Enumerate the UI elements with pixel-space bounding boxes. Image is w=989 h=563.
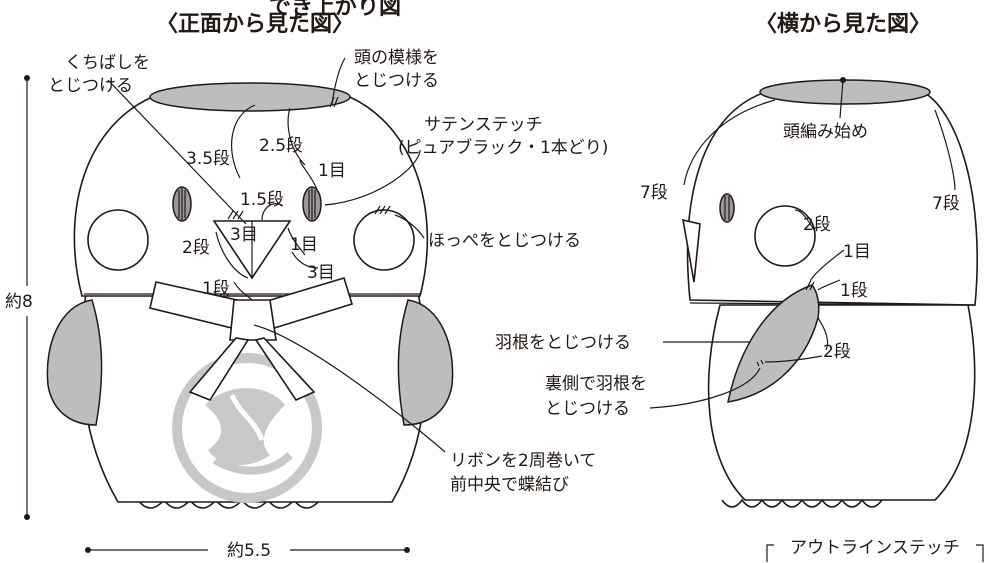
head-pattern-label-1: 頭の模様を [354, 48, 439, 68]
side-eye [719, 193, 735, 223]
ribbon-label-1: リボンを2周巻いて [450, 451, 596, 471]
side-lower-body [707, 304, 976, 501]
side-stitch-1-label: 1目 [843, 242, 871, 262]
stitch-1-label-a: 1目 [318, 161, 346, 181]
front-ribbon [149, 277, 353, 402]
rows-2-wing-label: 2段 [823, 342, 851, 362]
side-rows-1-label: 1段 [840, 281, 868, 301]
front-wing-left [46, 299, 103, 426]
height-dimension [24, 75, 30, 520]
front-eye-left [172, 186, 192, 222]
rows-1-5-label: 1.5段 [240, 190, 284, 210]
stitch-1-label-b: 1目 [290, 235, 318, 255]
side-wing [727, 284, 820, 403]
ribbon-label-2: 前中央で蝶結び [450, 475, 569, 495]
cheek-attach-label: ほっぺをとじつける [428, 231, 581, 251]
head-pattern [149, 82, 351, 112]
rows-3-5-label: 3.5段 [186, 149, 230, 169]
head-pattern-label-2: とじつける [354, 71, 439, 91]
outline-stitch-label: アウトラインステッチ [790, 538, 960, 558]
front-wing-right [397, 299, 454, 426]
rows-7-right-label: 7段 [932, 194, 960, 214]
beak-attach-label-1: くちばしを [65, 53, 150, 73]
wing-attach-label: 羽根をとじつける [495, 333, 631, 353]
side-leader-lines [649, 79, 956, 409]
diagram-title: でき上がり図 [269, 0, 401, 20]
back-wing-label-1: 裏側で羽根を [545, 373, 647, 394]
side-beak [681, 218, 701, 283]
rows-2-cheek-label: 2段 [803, 215, 831, 235]
rows-2-label: 2段 [182, 238, 210, 258]
side-head-pattern [759, 79, 931, 105]
width-dimension [85, 547, 410, 553]
front-eye-right [302, 186, 322, 222]
back-wing-label-2: とじつける [545, 399, 630, 419]
front-view-heading: 〈正面から見た図〉 [156, 12, 354, 37]
outline-stitch-bracket [766, 544, 984, 562]
front-cheek-right [353, 209, 415, 271]
height-label: 約8 [5, 292, 33, 312]
front-head [73, 96, 429, 297]
beak-attach-label-2: とじつける [48, 76, 133, 96]
front-emblem [172, 353, 322, 503]
head-start-label: 頭編み始め [783, 122, 868, 142]
stitch-3-label-b: 3目 [307, 263, 335, 283]
width-label: 約5.5 [227, 541, 271, 561]
side-view-figure [681, 77, 978, 508]
front-cheek-left [87, 209, 149, 271]
satin-stitch-label-2: (ピュアブラック・1本どり) [398, 137, 608, 158]
side-view-heading: 〈横から見た図〉 [755, 12, 931, 37]
rows-2-5-label: 2.5段 [259, 136, 303, 156]
rows-1-label: 1段 [202, 279, 230, 299]
stitch-3-label-a: 3目 [230, 225, 258, 245]
front-view-figure [46, 82, 454, 509]
rows-7-left-label: 7段 [640, 183, 668, 203]
satin-stitch-label-1: サテンステッチ [424, 115, 543, 135]
front-leader-lines [107, 57, 446, 453]
side-cheek [754, 205, 816, 267]
side-feet [721, 498, 883, 508]
